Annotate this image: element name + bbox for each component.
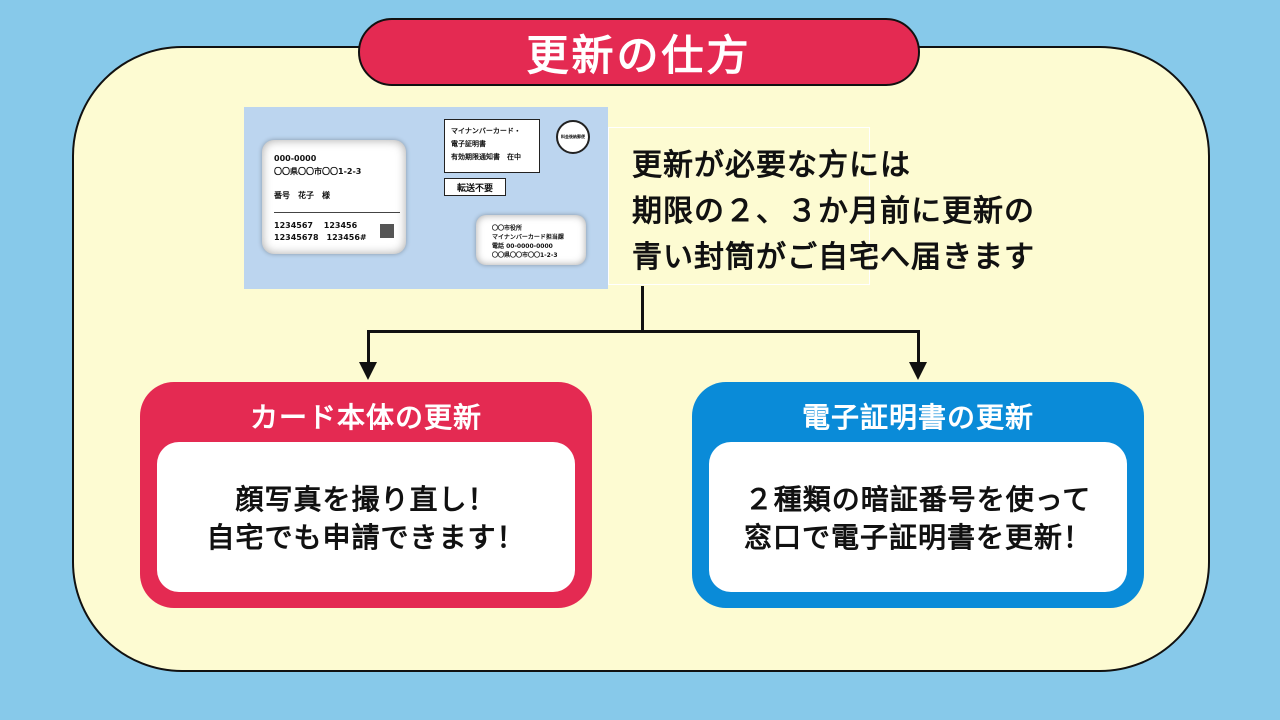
sender-line-3: 電話 00-0000-0000 (492, 243, 553, 250)
envelope-illustration: 000-0000 〇〇県〇〇市〇〇1-2-3 番号 花子 様 1234567 1… (244, 107, 608, 289)
card-renewal-line-1: 顔写真を撮り直し！ (235, 483, 497, 516)
postage-stamp: 料金後納郵便 (556, 120, 590, 154)
sender-line-4: 〇〇県〇〇市〇〇1-2-3 (492, 252, 558, 259)
address-text: 〇〇県〇〇市〇〇1-2-3 (274, 167, 362, 176)
code-row-2: 12345678 123456# (274, 233, 367, 242)
cert-renewal-box: 電子証明書の更新 ２種類の暗証番号を使って 窓口で電子証明書を更新！ (692, 382, 1144, 608)
postal-code: 000-0000 (274, 154, 317, 163)
notice-line-3: 有効期限通知書 在中 (451, 153, 521, 161)
arrow-down-icon (909, 362, 927, 380)
description-box (608, 127, 870, 285)
description-line-3: 青い封筒がご自宅へ届きます (632, 240, 1035, 275)
description-line-1: 更新が必要な方には (632, 148, 911, 183)
page-title: 更新の仕方 (358, 18, 920, 86)
card-renewal-box: カード本体の更新 顔写真を撮り直し！ 自宅でも申請できます！ (140, 382, 592, 608)
qr-code-icon (380, 224, 394, 238)
description-line-2: 期限の２、３か月前に更新の (632, 194, 1035, 229)
notice-label: マイナンバーカード・ 電子証明書 有効期限通知書 在中 (444, 119, 540, 173)
code-row-1: 1234567 123456 (274, 221, 358, 230)
arrow-down-icon (359, 362, 377, 380)
address-divider (274, 212, 400, 213)
cert-renewal-line-1: ２種類の暗証番号を使って (744, 483, 1092, 516)
connector-horizontal (367, 330, 920, 333)
cert-renewal-body: ２種類の暗証番号を使って 窓口で電子証明書を更新！ (709, 442, 1127, 592)
cert-renewal-title: 電子証明書の更新 (801, 401, 1034, 434)
sender-label: 〇〇市役所 マイナンバーカード担当課 電話 00-0000-0000 〇〇県〇〇… (476, 215, 586, 265)
recipient-name: 番号 花子 様 (274, 191, 330, 200)
card-renewal-title: カード本体の更新 (249, 401, 482, 434)
connector-left-drop (367, 330, 370, 364)
no-forward-label: 転送不要 (444, 178, 506, 196)
card-renewal-body: 顔写真を撮り直し！ 自宅でも申請できます！ (157, 442, 575, 592)
card-renewal-line-2: 自宅でも申請できます！ (206, 521, 526, 554)
connector-right-drop (917, 330, 920, 364)
cert-renewal-line-2: 窓口で電子証明書を更新！ (743, 521, 1092, 554)
notice-line-1: マイナンバーカード・ (451, 127, 521, 135)
connector-stem (641, 286, 644, 332)
sender-line-1: 〇〇市役所 (492, 225, 523, 232)
sender-line-2: マイナンバーカード担当課 (492, 234, 564, 241)
address-label: 000-0000 〇〇県〇〇市〇〇1-2-3 番号 花子 様 1234567 1… (262, 140, 406, 254)
notice-line-2: 電子証明書 (451, 140, 486, 148)
